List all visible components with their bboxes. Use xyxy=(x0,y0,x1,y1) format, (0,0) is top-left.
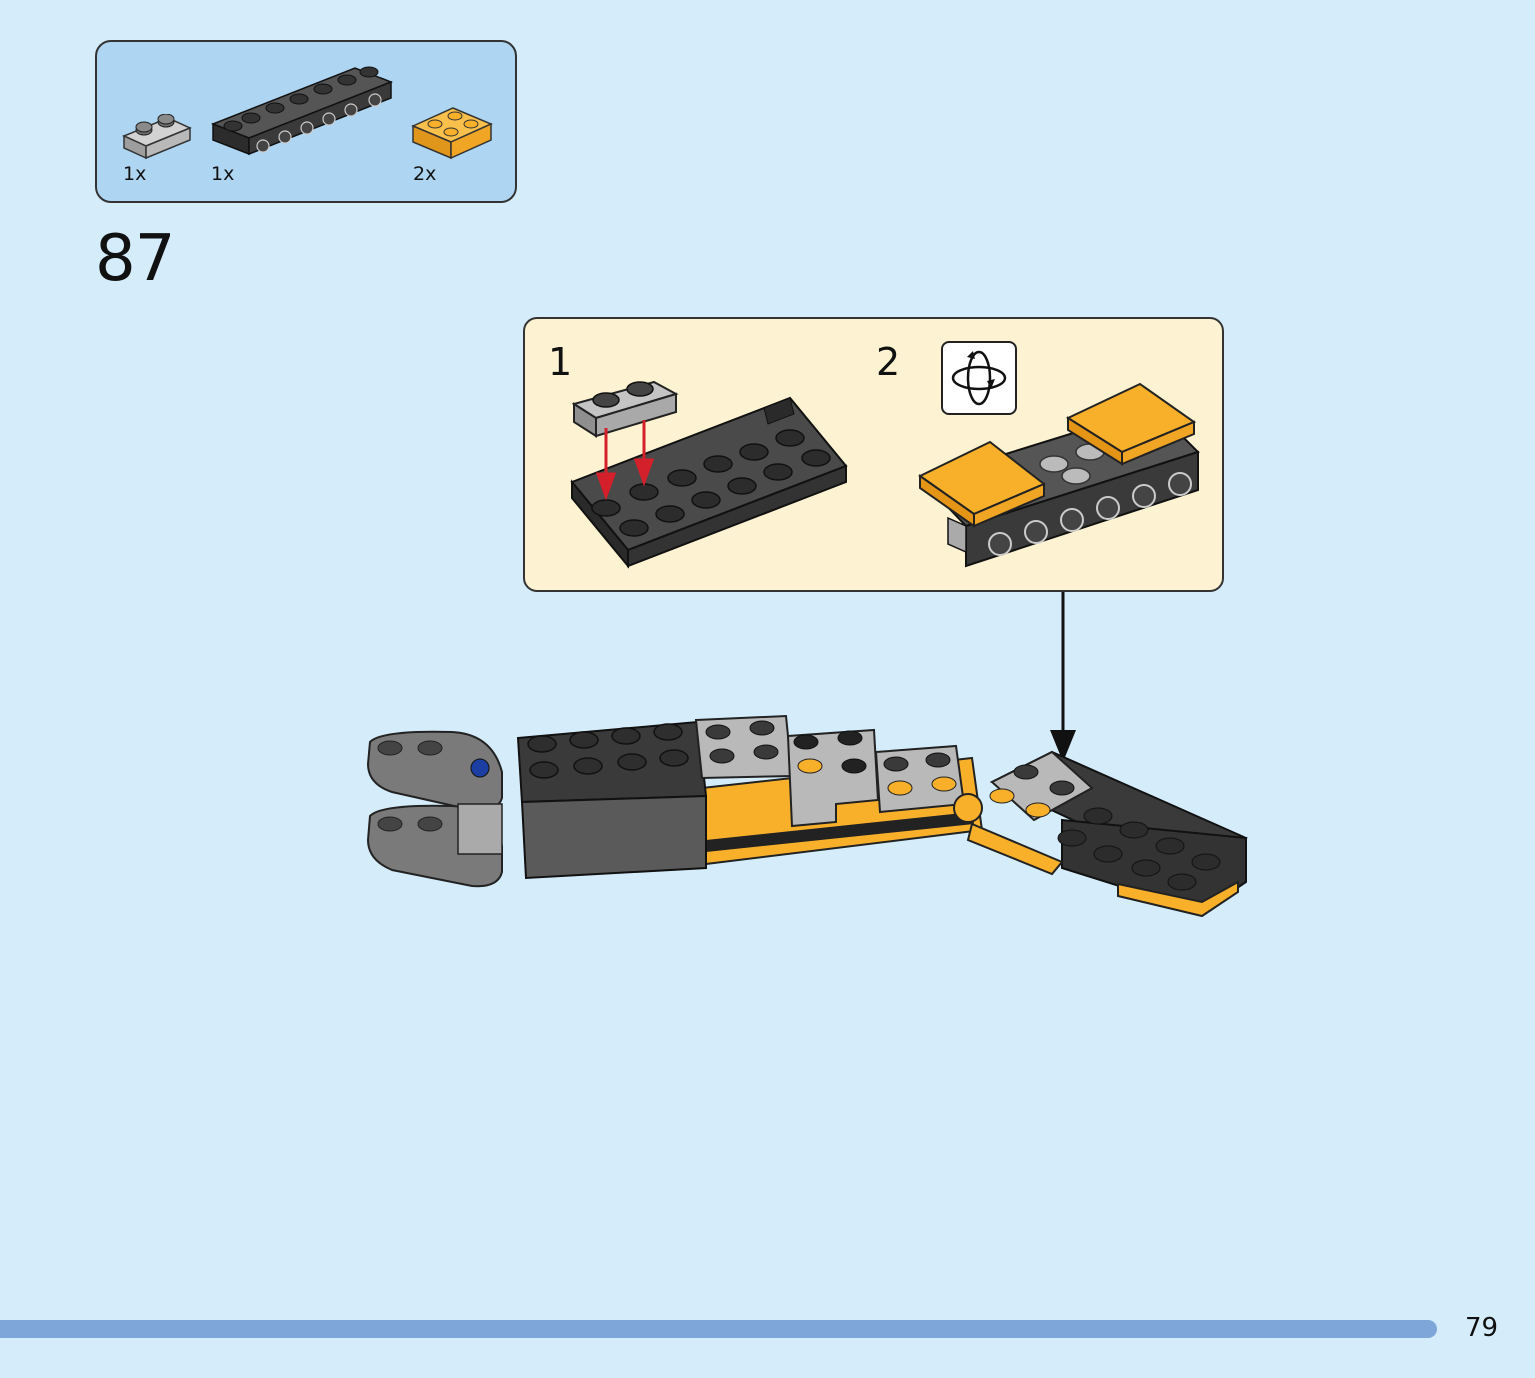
substep-2-illustration xyxy=(918,380,1208,574)
part-gray-plate xyxy=(122,114,192,164)
part-qty: 2x xyxy=(413,163,437,185)
part-black-plate xyxy=(211,64,393,160)
rotate-icon xyxy=(941,341,1017,415)
part-qty: 1x xyxy=(211,163,235,185)
main-model-illustration xyxy=(362,712,1252,946)
footer-bar xyxy=(0,1320,1437,1338)
substep-number: 1 xyxy=(548,340,573,384)
page-number: 79 xyxy=(1465,1313,1499,1343)
callout-arrow xyxy=(1046,592,1080,768)
part-orange-plate xyxy=(411,104,495,164)
substep-number: 2 xyxy=(876,340,901,384)
part-qty: 1x xyxy=(123,163,147,185)
substep-1-illustration xyxy=(568,370,858,574)
parts-list-box: 1x 1x xyxy=(95,40,517,203)
step-number: 87 xyxy=(95,222,175,296)
